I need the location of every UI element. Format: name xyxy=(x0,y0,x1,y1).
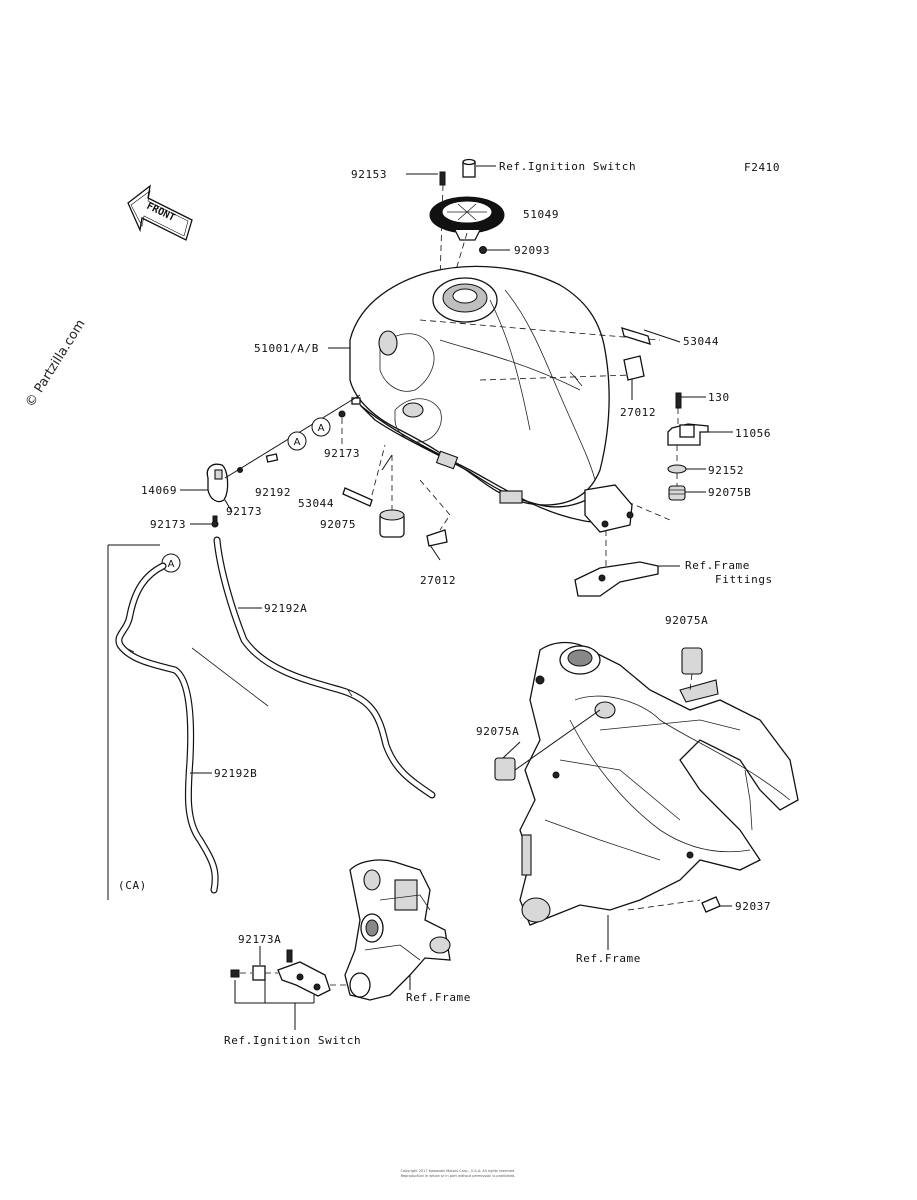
hose-92192A xyxy=(213,536,436,799)
main-frame xyxy=(519,641,799,926)
callout-a-1: A xyxy=(287,431,307,451)
label-92037: 92037 xyxy=(735,900,771,913)
label-ref-frame-fittings-2: Fittings xyxy=(715,573,773,586)
copyright-line-1: Copyright 2017 Kawasaki Motors Corp., U.… xyxy=(400,1169,515,1173)
label-92173-left: 92173 xyxy=(226,505,262,518)
svg-text:A: A xyxy=(168,559,175,570)
label-92075B: 92075B xyxy=(708,486,751,499)
label-92152: 92152 xyxy=(708,464,744,477)
label-ref-ignition-bottom: Ref.Ignition Switch xyxy=(224,1034,361,1047)
label-11056: 11056 xyxy=(735,427,771,440)
ignition-mount xyxy=(230,949,331,997)
label-ca: (CA) xyxy=(118,879,147,892)
steering-head xyxy=(344,859,451,1001)
label-92075: 92075 xyxy=(320,518,356,531)
label-92093: 92093 xyxy=(514,244,550,257)
label-51049: 51049 xyxy=(523,208,559,221)
label-92192A: 92192A xyxy=(264,602,307,615)
label-92075A-left: 92075A xyxy=(476,725,519,738)
label-14069: 14069 xyxy=(141,484,177,497)
label-ref-frame-right: Ref.Frame xyxy=(576,952,641,965)
copyright-line-2: Reproduction in whole or in part without… xyxy=(401,1174,516,1178)
label-92173-lower: 92173 xyxy=(150,518,186,531)
label-ref-ignition-top: Ref.Ignition Switch xyxy=(499,160,636,173)
diagram-code: F2410 xyxy=(744,161,780,174)
label-ref-frame-fittings-1: Ref.Frame xyxy=(685,559,750,572)
front-arrow-icon: FRONT xyxy=(127,184,193,241)
svg-text:A: A xyxy=(294,437,301,448)
watermark: © Partzilla.com xyxy=(23,317,89,410)
label-53044-left: 53044 xyxy=(298,497,334,510)
fuel-cap-assembly xyxy=(429,158,505,254)
label-92075A-top: 92075A xyxy=(665,614,708,627)
label-92192: 92192 xyxy=(255,486,291,499)
label-92153: 92153 xyxy=(351,168,387,181)
fuel-tank xyxy=(349,265,626,523)
label-51001: 51001/A/B xyxy=(254,342,319,355)
callout-a-2: A xyxy=(311,417,331,437)
label-27012-lower: 27012 xyxy=(420,574,456,587)
left-fittings xyxy=(206,397,361,528)
label-27012-right: 27012 xyxy=(620,406,656,419)
svg-text:A: A xyxy=(318,423,325,434)
label-92173A: 92173A xyxy=(238,933,281,946)
rear-bracket xyxy=(574,484,659,597)
grommet-92075 xyxy=(379,509,405,538)
label-92192B: 92192B xyxy=(214,767,257,780)
bracket-assembly xyxy=(667,392,709,501)
label-ref-frame-bottom: Ref.Frame xyxy=(406,991,471,1004)
label-130: 130 xyxy=(708,391,730,404)
hose-92192B xyxy=(115,562,219,894)
part-labels: 92153 Ref.Ignition Switch 51049 92093 53… xyxy=(118,160,773,1047)
label-92173-mid: 92173 xyxy=(324,447,360,460)
label-53044-right: 53044 xyxy=(683,335,719,348)
